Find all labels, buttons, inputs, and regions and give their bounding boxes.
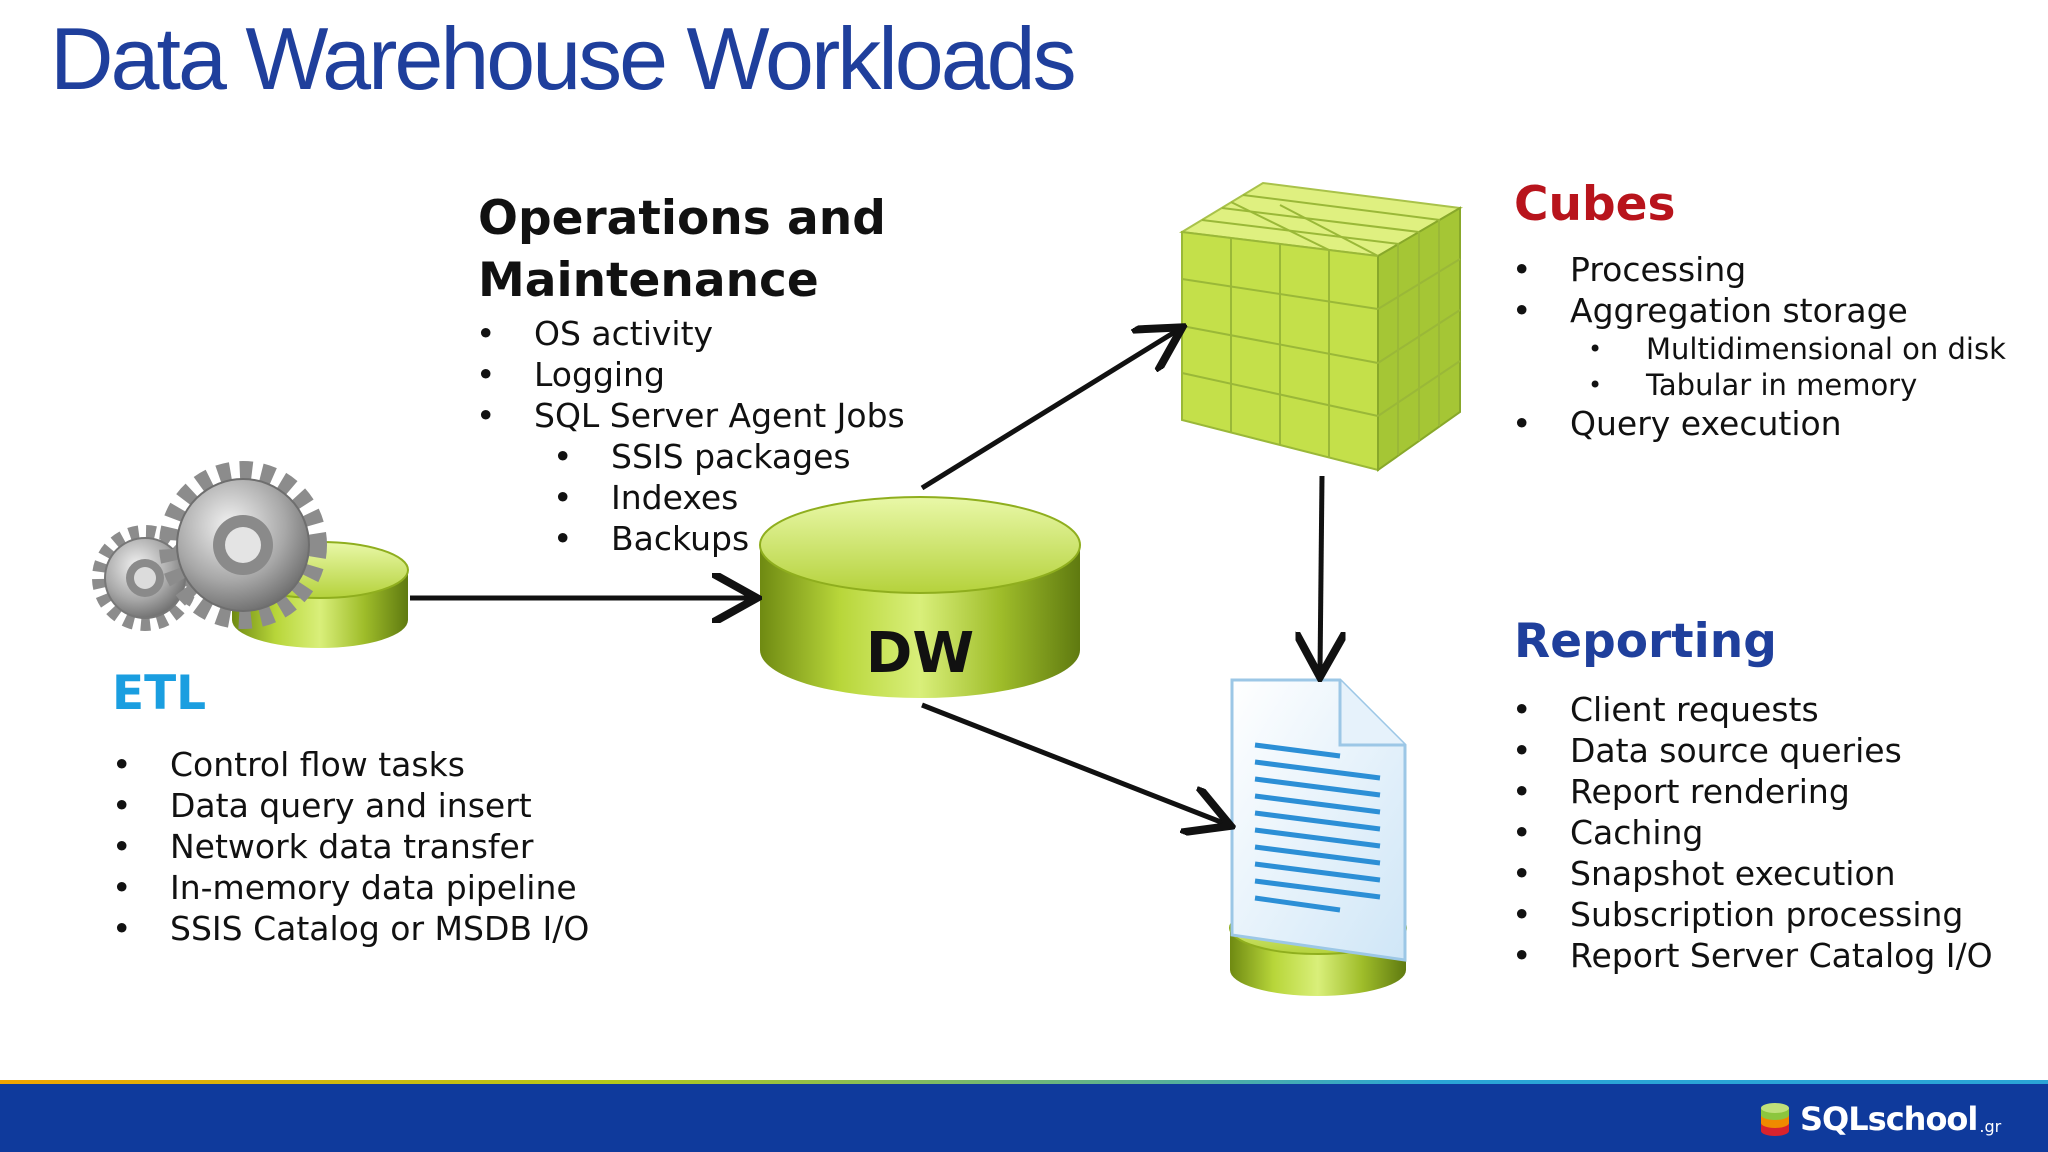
cube-icon [1179,181,1464,472]
list-item: Query execution [1512,403,2006,444]
list-item: Network data transfer [112,826,589,867]
list-item: Report rendering [1512,771,1993,812]
list-item: OS activity [476,313,905,354]
arrow-dw-to-cube [920,330,1178,491]
ops-heading-line1: Operations and [478,191,886,246]
list-item: SSIS Catalog or MSDB I/O [112,908,589,949]
gears-icon [92,461,327,631]
reporting-list: Client requests Data source queries Repo… [1512,689,1993,976]
arrow-icon [410,330,1322,824]
arrow-cube-to-report [1320,475,1322,672]
list-item: Report Server Catalog I/O [1512,935,1993,976]
list-item: Data source queries [1512,730,1993,771]
brand-name: SQLschool [1800,1100,1978,1138]
etl-heading: ETL [112,666,207,721]
list-item: SSIS packages [476,436,905,477]
list-item: Multidimensional on disk [1512,331,2006,367]
reporting-heading: Reporting [1514,614,1777,669]
list-item: Tabular in memory [1512,367,2006,403]
brand-logo: SQLschool .gr [1758,1096,2001,1142]
cubes-list: Processing Aggregation storage Multidime… [1512,249,2006,444]
list-item: Subscription processing [1512,894,1993,935]
workload-diagram: DW [92,181,1464,996]
list-item: Caching [1512,812,1993,853]
list-item: Processing [1512,249,2006,290]
list-item: SQL Server Agent Jobs [476,395,905,436]
list-item: Logging [476,354,905,395]
list-item: Snapshot execution [1512,853,1993,894]
cubes-heading: Cubes [1514,177,1676,232]
list-item: Indexes [476,477,905,518]
arrow-dw-to-report [921,702,1226,824]
list-item: Control flow tasks [112,744,589,785]
ops-heading-line2: Maintenance [478,253,819,308]
list-item: Client requests [1512,689,1993,730]
footer-bar [0,1084,2048,1152]
list-item: Data query and insert [112,785,589,826]
brand-suffix: .gr [1979,1116,2002,1136]
database-icon [1761,1103,1789,1136]
list-item: In-memory data pipeline [112,867,589,908]
footer-stripe [0,1080,2048,1087]
ops-heading: Operations and Maintenance [478,188,886,312]
ops-list: OS activity Logging SQL Server Agent Job… [476,313,905,559]
dw-label: DW [866,621,974,686]
list-item: Aggregation storage [1512,290,2006,331]
etl-list: Control flow tasks Data query and insert… [112,744,589,949]
list-item: Backups [476,518,905,559]
report-document-icon [1229,678,1407,996]
page-title: Data Warehouse Workloads [50,9,1077,108]
